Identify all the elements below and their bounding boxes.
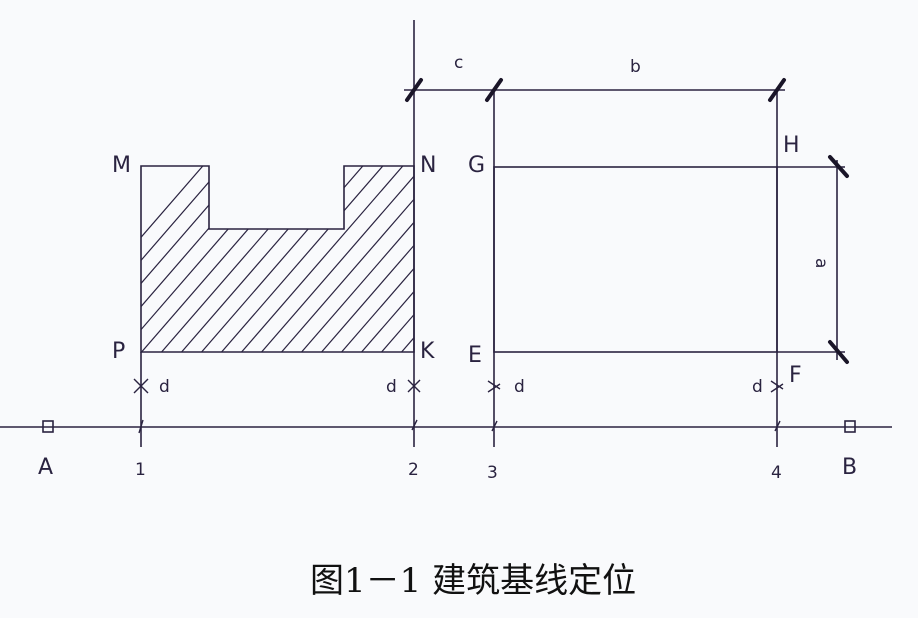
label-n: N <box>420 153 436 178</box>
figure-caption: 图1－1 建筑基线定位 <box>310 561 636 601</box>
dim-label-d-3: d <box>514 377 525 397</box>
existing-building <box>140 165 415 353</box>
new-building <box>493 166 778 353</box>
label-b: B <box>842 455 857 480</box>
dim-label-d-2: d <box>386 377 397 397</box>
axis-number-4: 4 <box>771 463 782 483</box>
dimension-a <box>777 155 849 364</box>
dim-label-c: c <box>454 53 463 73</box>
dim-label-d-1: d <box>159 377 170 397</box>
point-a-marker <box>42 420 54 433</box>
dim-label-b: b <box>630 57 641 77</box>
axis-number-3: 3 <box>487 463 498 483</box>
label-k: K <box>420 339 435 364</box>
axis-number-1: 1 <box>135 460 146 480</box>
dim-label-d-4: d <box>752 377 763 397</box>
dimension-cb <box>404 78 786 102</box>
label-g: G <box>468 153 485 178</box>
label-p: P <box>112 339 125 364</box>
label-m: M <box>112 153 131 178</box>
point-b-marker <box>844 420 856 433</box>
label-a: A <box>38 455 53 480</box>
axis-number-2: 2 <box>408 460 419 480</box>
label-f: F <box>789 363 802 388</box>
label-h: H <box>783 133 800 158</box>
dim-label-a: a <box>811 258 831 268</box>
label-e: E <box>468 343 482 368</box>
offset-marks <box>133 378 784 394</box>
